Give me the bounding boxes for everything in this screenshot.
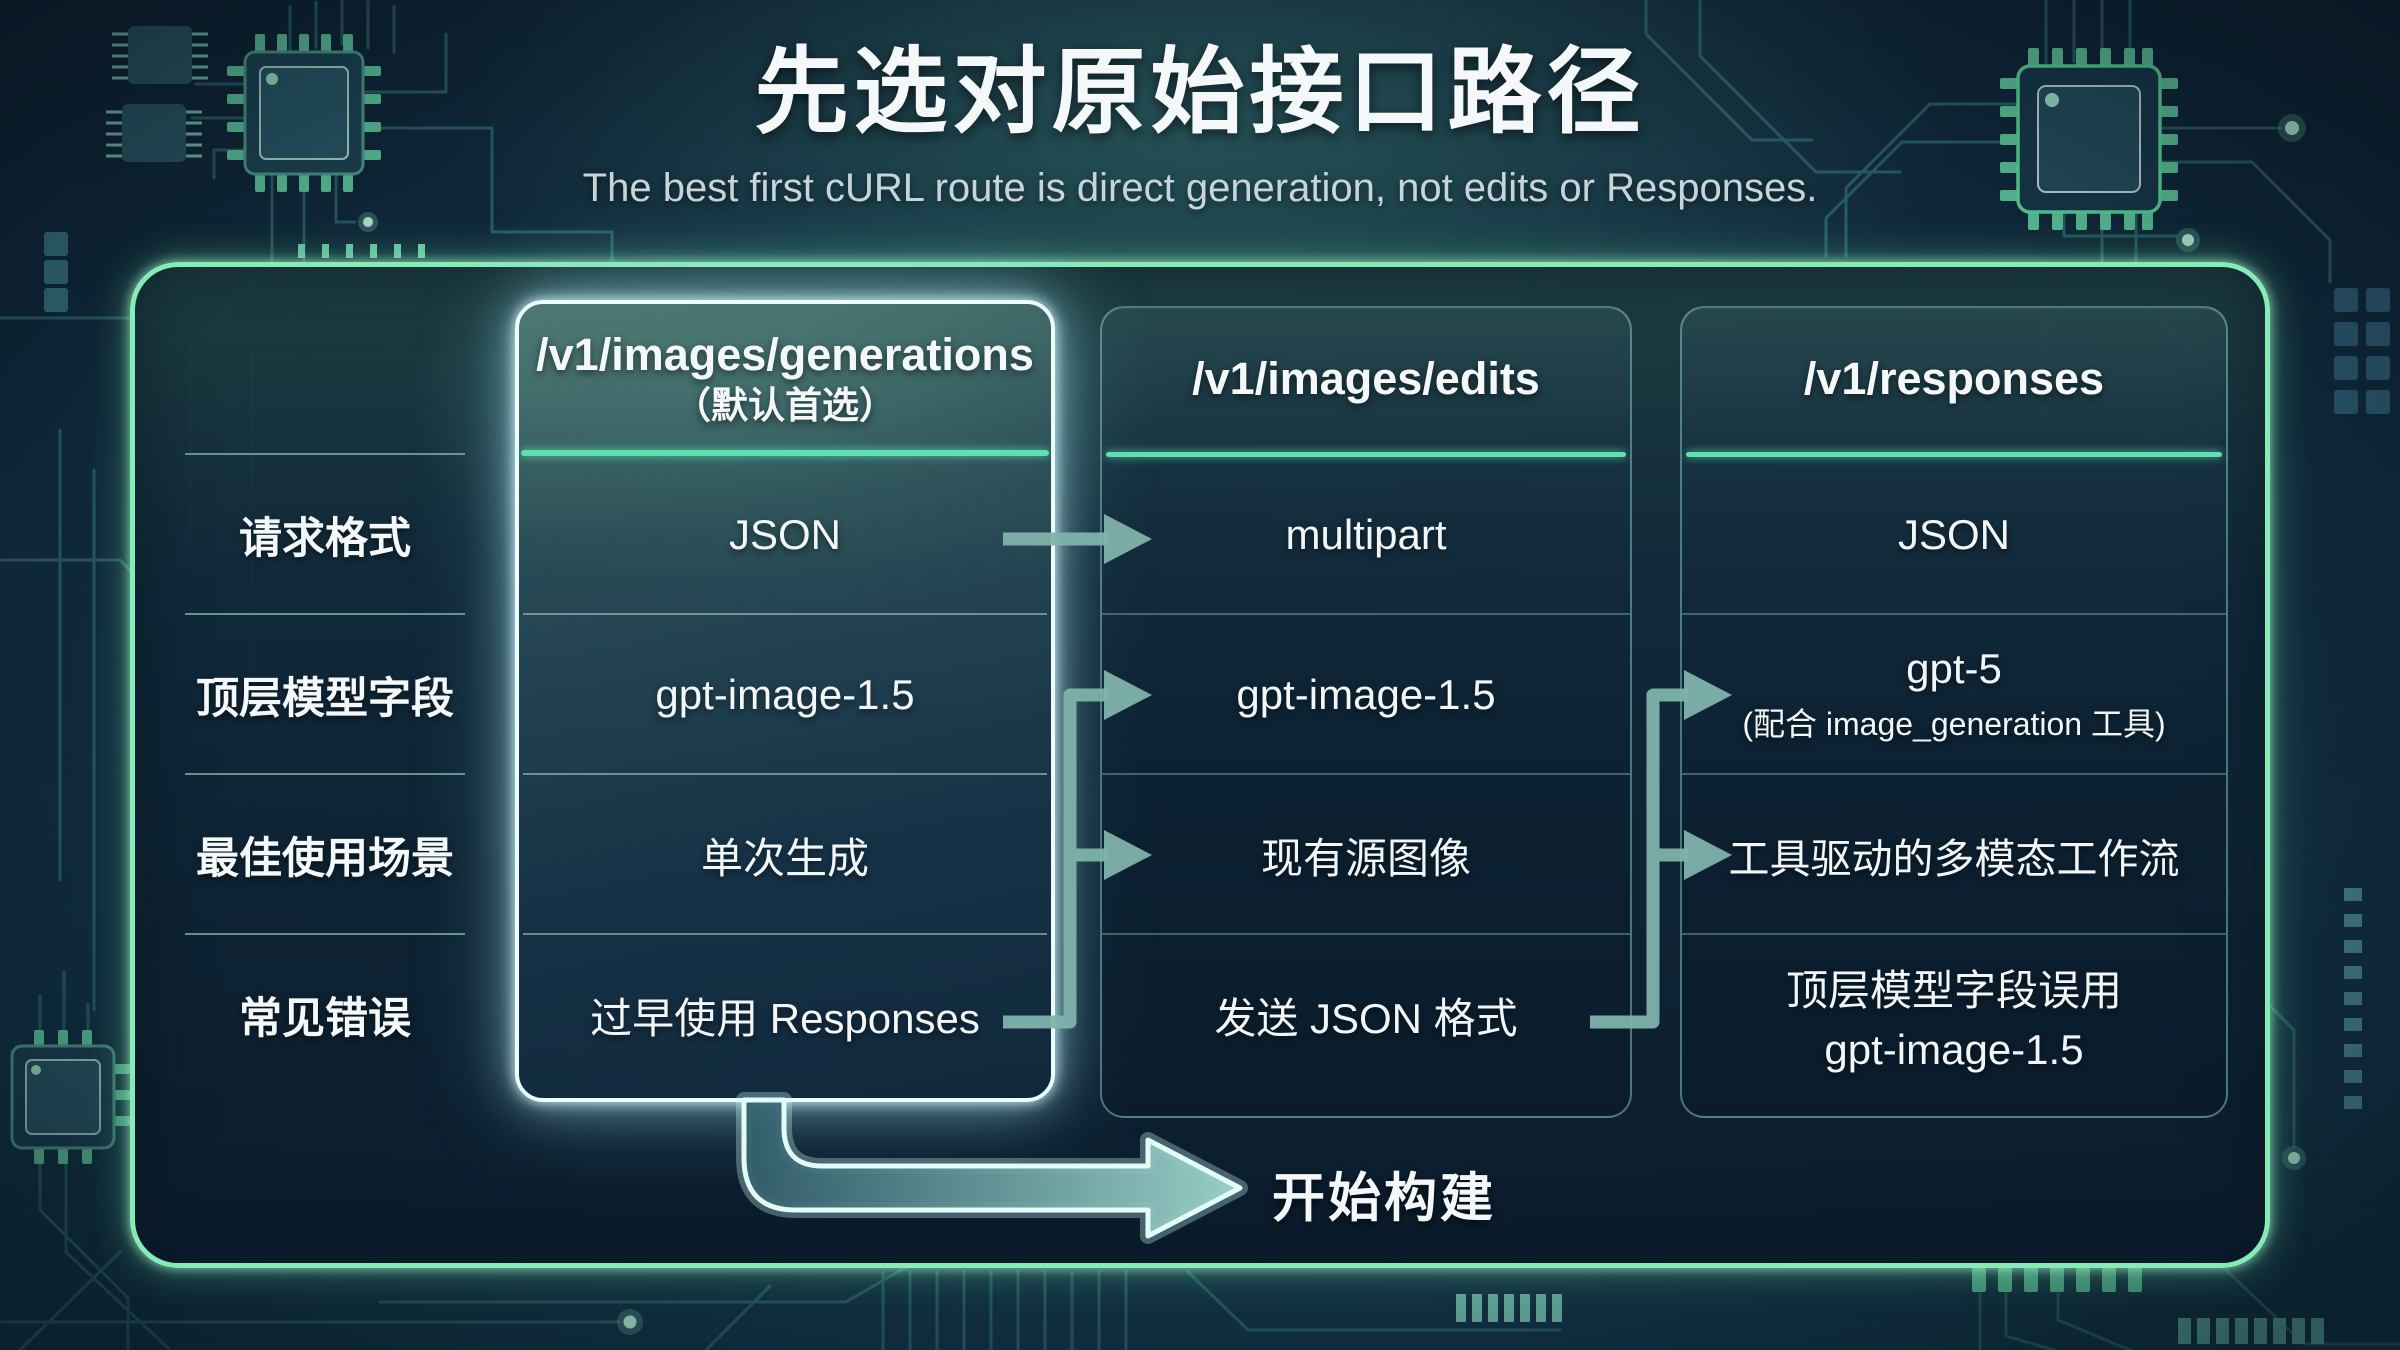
row-label-common-mistake: 常见错误 — [239, 995, 411, 1043]
row-label-model-field: 顶层模型字段 — [196, 675, 454, 723]
card-divider — [523, 613, 1047, 615]
endpoint-path: /v1/images/generations — [536, 328, 1034, 380]
card-divider — [1102, 613, 1630, 615]
column-card-edits — [1100, 306, 1632, 1118]
card-divider — [523, 773, 1047, 775]
card-divider — [1682, 773, 2226, 775]
cell-edits-best-use: 现有源图像 — [1260, 834, 1471, 882]
card-divider — [523, 933, 1047, 935]
column-card-responses — [1680, 306, 2228, 1118]
row-divider — [185, 453, 465, 455]
header-underline — [521, 450, 1049, 456]
cell-responses-model: gpt-5 (配合 image_generation 工具) — [1688, 617, 2220, 773]
header-underline — [1686, 452, 2222, 457]
cell-edits-mistake: 发送 JSON 格式 — [1214, 994, 1518, 1042]
endpoint-path: /v1/responses — [1803, 353, 2105, 404]
card-divider — [1102, 933, 1630, 935]
card-divider — [1682, 613, 2226, 615]
header-underline — [1106, 452, 1626, 457]
page-subtitle: The best first cURL route is direct gene… — [582, 166, 1818, 210]
card-divider — [1102, 773, 1630, 775]
cell-edits-format: multipart — [1285, 511, 1447, 558]
card-divider — [1682, 933, 2226, 935]
row-label-request-format: 请求格式 — [239, 515, 411, 563]
cta-arrow-icon — [736, 1092, 1248, 1244]
cell-generations-best-use: 单次生成 — [700, 834, 869, 882]
cell-responses-format: JSON — [1897, 511, 2010, 558]
endpoint-note: （默认首选） — [674, 384, 896, 426]
cta-label: 开始构建 — [1272, 1169, 1496, 1228]
column-header-responses: /v1/responses — [1686, 306, 2222, 452]
column-header-generations: /v1/images/generations （默认首选） — [521, 308, 1049, 450]
cell-responses-mistake: 顶层模型字段误用 gpt-image-1.5 — [1785, 966, 2122, 1073]
row-label-best-use: 最佳使用场景 — [196, 835, 454, 883]
connector-arrowheads — [1104, 514, 1732, 880]
cell-responses-best-use: 工具驱动的多模态工作流 — [1728, 836, 2180, 882]
row-divider — [185, 773, 465, 775]
row-divider — [185, 933, 465, 935]
endpoint-path: /v1/images/edits — [1192, 353, 1540, 404]
column-card-generations — [515, 300, 1055, 1102]
cell-generations-mistake: 过早使用 Responses — [590, 994, 980, 1042]
cell-note: (配合 image_generation 工具) — [1742, 706, 2166, 742]
cell-edits-model: gpt-image-1.5 — [1236, 671, 1496, 718]
page-title: 先选对原始接口路径 — [754, 39, 1646, 144]
row-divider — [185, 613, 465, 615]
column-header-edits: /v1/images/edits — [1106, 306, 1626, 452]
cell-generations-format: JSON — [728, 511, 841, 558]
connector-lines — [1003, 532, 1688, 1029]
cell-generations-model: gpt-image-1.5 — [655, 671, 915, 718]
